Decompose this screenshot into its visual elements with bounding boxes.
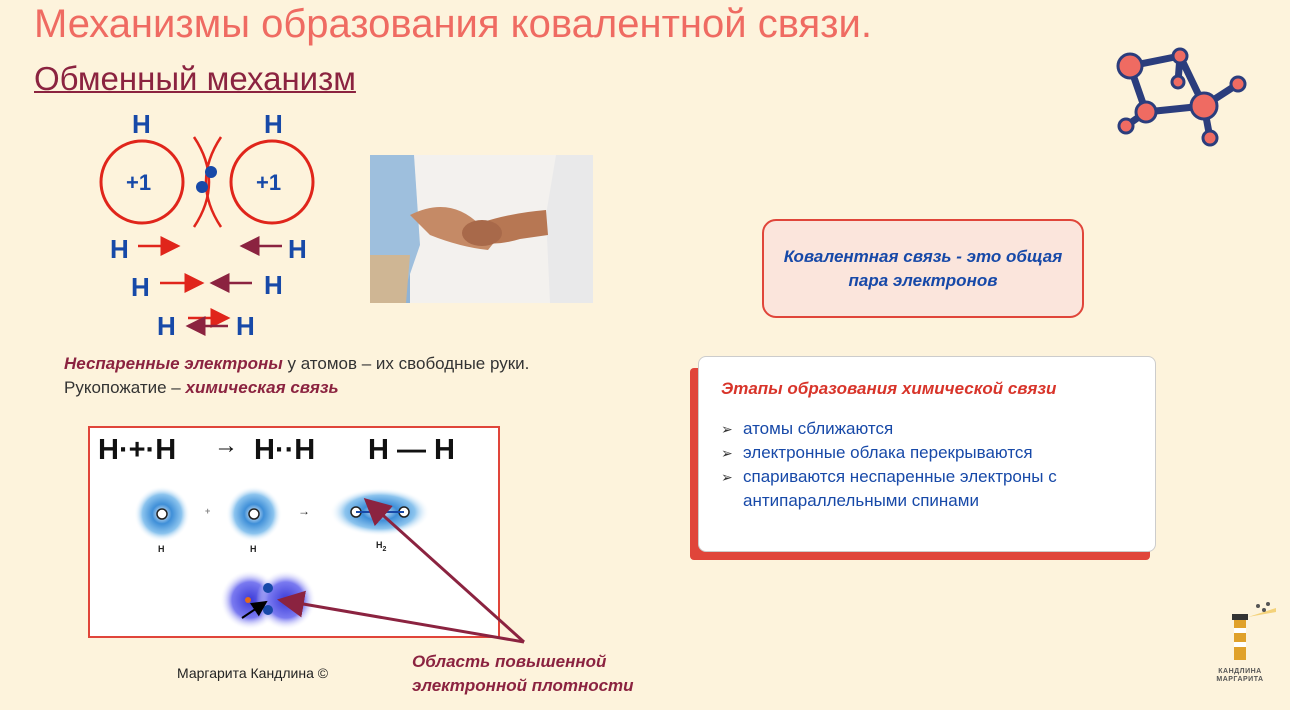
cloud-plus: + bbox=[205, 506, 211, 516]
lighthouse-logo-icon bbox=[1232, 602, 1276, 660]
electron-1 bbox=[205, 166, 217, 178]
nucleus-charge-right: +1 bbox=[256, 170, 282, 195]
handshake-image bbox=[370, 155, 593, 303]
description-text: Неспаренные электроны у атомов – их своб… bbox=[64, 352, 529, 400]
equation-line-product: H — H bbox=[368, 434, 455, 466]
h-row1-left: H bbox=[110, 234, 129, 264]
pointer-arrows bbox=[277, 497, 526, 644]
cloud-label-h2-molecule: H2 bbox=[376, 540, 387, 553]
description-line1-rest: у атомов – их свободные руки. bbox=[282, 354, 530, 373]
equation-reactants: H·+·H bbox=[98, 434, 177, 466]
equation-dot-product: H··H bbox=[254, 434, 316, 466]
logo-text: КАНДЛИНА МАРГАРИТА bbox=[1216, 668, 1264, 683]
h-row1-right: H bbox=[288, 234, 307, 264]
approach-arrows bbox=[138, 236, 282, 336]
atom-orbit-right bbox=[229, 139, 315, 225]
unpaired-electrons-term: Неспаренные электроны bbox=[64, 354, 283, 373]
h-row2-left: H bbox=[131, 272, 150, 302]
definition-box: Ковалентная связь - это общая пара элект… bbox=[762, 219, 1084, 318]
cloud-label-h1: H bbox=[158, 544, 165, 554]
h-label-left: H bbox=[132, 109, 151, 139]
equation-arrow: → bbox=[214, 432, 238, 459]
description-line2-start: Рукопожатие – bbox=[64, 378, 186, 397]
h-row3-right: H bbox=[236, 311, 255, 341]
definition-text: Ковалентная связь - это общая пара элект… bbox=[783, 246, 1063, 290]
electron-density-label: Область повышенной электронной плотности bbox=[412, 652, 634, 695]
hydrogen-atoms-graphic bbox=[99, 136, 315, 228]
h-row3-left: H bbox=[157, 311, 176, 341]
stages-title: Этапы образования химической связи bbox=[721, 379, 1057, 398]
slide-subtitle: Обменный механизм bbox=[34, 60, 356, 97]
author-credit: Маргарита Кандлина © bbox=[177, 665, 329, 681]
slide-title: Механизмы образования ковалентной связи. bbox=[34, 2, 872, 46]
molecule-icon bbox=[1116, 47, 1247, 147]
stage-item: атомы сближаются bbox=[721, 417, 1131, 441]
cloud-label-h2: H bbox=[250, 544, 257, 554]
stages-box: Этапы образования химической связи атомы… bbox=[698, 356, 1156, 552]
atom-orbit-left bbox=[99, 139, 185, 225]
electron-2 bbox=[196, 181, 208, 193]
stage-item: спариваются неспаренные электроны с анти… bbox=[721, 465, 1131, 513]
stages-list: атомы сближаются электронные облака пере… bbox=[721, 417, 1131, 513]
chemical-bond-term: химическая связь bbox=[185, 378, 339, 397]
nucleus-charge-left: +1 bbox=[126, 170, 152, 195]
h-label-right: H bbox=[264, 109, 283, 139]
stage-item: электронные облака перекрываются bbox=[721, 441, 1131, 465]
cloud-arrow: → bbox=[298, 504, 310, 518]
h-row2-right: H bbox=[264, 270, 283, 300]
